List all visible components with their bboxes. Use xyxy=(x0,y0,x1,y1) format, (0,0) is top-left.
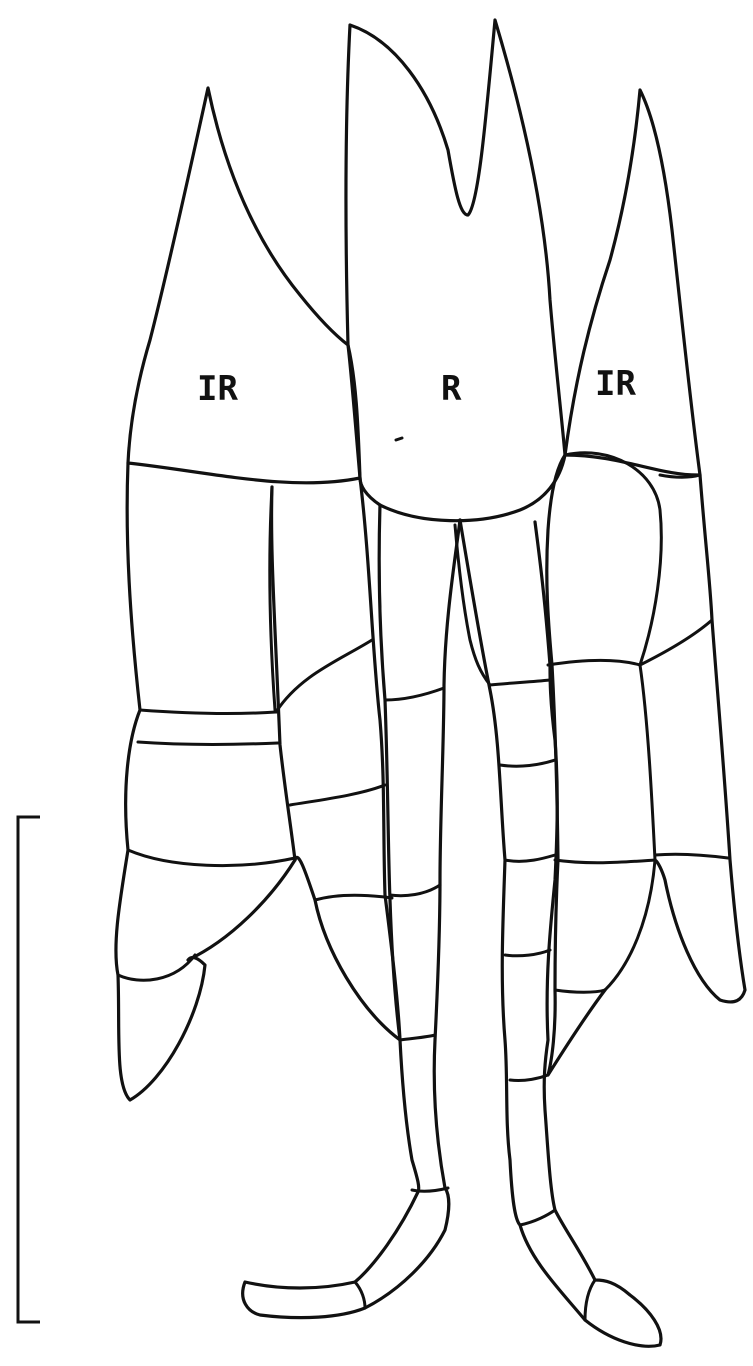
right-outer-strip xyxy=(640,475,745,1002)
right-inner-divider-2 xyxy=(555,860,655,863)
center-left-divider-3 xyxy=(400,1035,435,1040)
center-right-divider-3 xyxy=(505,855,555,861)
center-right-divider-5 xyxy=(510,1075,548,1081)
right-outer-divider-3 xyxy=(655,854,728,858)
right-inner-strip xyxy=(547,453,662,1075)
right-inner-outline xyxy=(547,455,605,1075)
left-lobe: IR xyxy=(128,88,360,483)
label-left-lobe: IR xyxy=(197,369,238,409)
center-left-divider-1 xyxy=(385,688,444,700)
right-inner-divider-3 xyxy=(555,990,605,992)
right-inner-rightedge xyxy=(605,665,655,990)
center-right-divider-4 xyxy=(505,950,550,956)
center-lobe-tip xyxy=(346,20,565,521)
left-outer-strip xyxy=(116,463,295,1100)
scale-bar-line xyxy=(18,817,40,1322)
center-right-divider-2 xyxy=(500,760,555,766)
right-inner-divider-1 xyxy=(548,660,640,665)
left-outer-divider-2 xyxy=(138,742,278,744)
center-right-leg xyxy=(455,520,661,1346)
scale-bar xyxy=(18,817,40,1322)
left-lobe-tip xyxy=(128,88,360,483)
left-outer-outline xyxy=(116,463,295,1100)
right-inner-bulge xyxy=(565,453,661,665)
left-inner-divider-2 xyxy=(290,785,385,805)
center-right-divider-7 xyxy=(585,1280,595,1320)
right-outer-outline xyxy=(655,475,745,1002)
center-right-leg-outline xyxy=(460,520,661,1346)
label-center-lobe: R xyxy=(441,369,462,409)
center-left-divider-5 xyxy=(355,1282,365,1308)
right-lobe: IR xyxy=(565,90,700,475)
center-lobe: R xyxy=(346,20,565,521)
center-right-divider-1 xyxy=(490,680,550,685)
center-left-divider-2 xyxy=(390,885,440,896)
left-inner-outline xyxy=(295,478,400,1040)
left-outer-divider-4 xyxy=(118,955,195,980)
center-right-divider-6 xyxy=(520,1210,555,1225)
left-outer-divider-3 xyxy=(128,850,295,866)
label-right-lobe: IR xyxy=(595,364,636,404)
left-outer-divider-1 xyxy=(140,710,276,713)
left-inner-divider-3 xyxy=(315,895,392,900)
left-inner-divider-1 xyxy=(276,640,372,712)
center-tick xyxy=(396,438,402,440)
left-inner-strip xyxy=(276,478,400,1040)
right-lobe-tip xyxy=(565,90,700,475)
